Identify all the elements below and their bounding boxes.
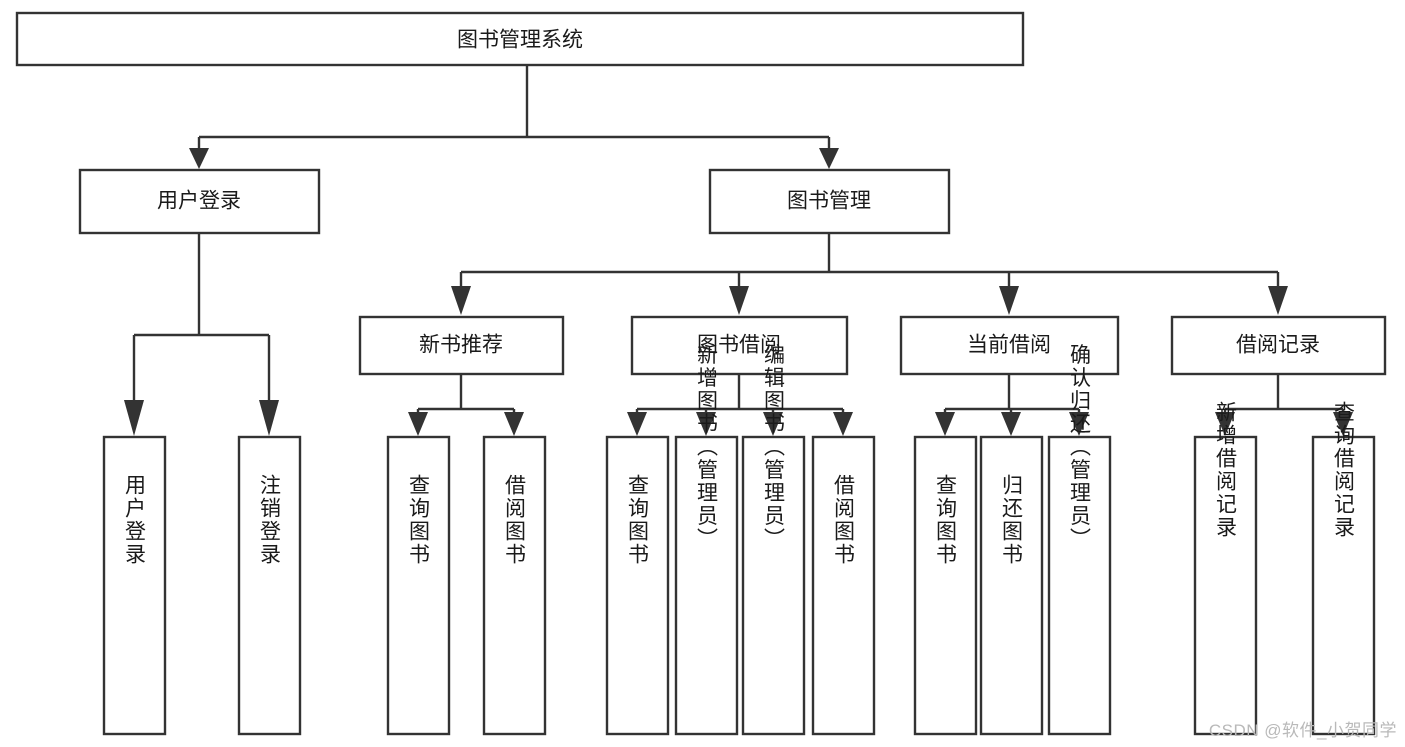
leaf-node-user-login-1-label: 用户登录 (123, 474, 147, 566)
leaf-node-user-login-1[interactable]: 用户登录 (102, 435, 167, 736)
node-new-book-recommend-box[interactable] (358, 315, 565, 376)
leaf-node-new-book-1-box[interactable] (386, 435, 451, 736)
arrow-head-leaf-current-borrow-2 (1001, 412, 1021, 436)
node-current-borrow-label: 当前借阅 (967, 334, 1051, 357)
node-book-manage-label: 图书管理 (787, 190, 871, 213)
leaf-node-current-borrow-3[interactable]: 确认归还（管理员） (1047, 344, 1112, 736)
leaf-node-current-borrow-1[interactable]: 查询图书 (913, 435, 978, 736)
leaf-node-current-borrow-3-label: 确认归还（管理员） (1068, 344, 1092, 551)
node-root[interactable]: 图书管理系统 (15, 11, 1025, 67)
leaf-node-new-book-2-box[interactable] (482, 435, 547, 736)
leaf-node-book-borrow-3-label: 编辑图书（管理员） (762, 344, 786, 551)
connector-group-user-login (124, 233, 279, 436)
leaf-node-borrow-record-1-box[interactable] (1193, 435, 1258, 736)
node-new-book-recommend-label: 新书推荐 (419, 334, 503, 357)
connector-group-new-book (408, 374, 524, 436)
node-user-login[interactable]: 用户登录 (78, 168, 321, 235)
arrow-head-to-user-login (189, 148, 209, 169)
leaf-node-book-borrow-3[interactable]: 编辑图书（管理员） (741, 344, 806, 736)
arrow-head-leaf-book-borrow-3 (763, 412, 783, 436)
leaf-node-new-book-1-label: 查询图书 (407, 474, 431, 566)
arrow-head-leaf-current-borrow-1 (935, 412, 955, 436)
leaf-node-new-book-1[interactable]: 查询图书 (386, 435, 451, 736)
connector-group-borrow-record (1215, 374, 1353, 436)
leaf-node-book-borrow-4[interactable]: 借阅图书 (811, 435, 876, 736)
arrow-head-to-borrow-record (1268, 286, 1288, 315)
arrow-head-leaf-borrow-record-2 (1333, 412, 1353, 436)
leaf-node-user-login-2-box[interactable] (237, 435, 302, 736)
leaf-node-user-login-2[interactable]: 注销登录 (237, 435, 302, 736)
leaf-node-current-borrow-1-label: 查询图书 (934, 474, 958, 566)
node-borrow-record-label: 借阅记录 (1236, 334, 1320, 357)
arrow-head-leaf-book-borrow-1 (627, 412, 647, 436)
node-book-manage-box[interactable] (708, 168, 951, 235)
leaf-node-book-borrow-1-box[interactable] (605, 435, 670, 736)
leaf-node-book-borrow-2-box[interactable] (674, 435, 739, 736)
arrow-head-leaf-borrow-record-1 (1215, 412, 1235, 436)
arrow-head-leaf-current-borrow-3 (1069, 412, 1089, 436)
arrow-head-leaf-book-borrow-4 (833, 412, 853, 436)
leaf-node-user-login-2-label: 注销登录 (258, 474, 282, 566)
arrow-head-leaf-new-book-2 (504, 412, 524, 436)
node-borrow-record-box[interactable] (1170, 315, 1387, 376)
leaf-node-user-login-1-box[interactable] (102, 435, 167, 736)
node-new-book-recommend[interactable]: 新书推荐 (358, 315, 565, 376)
leaf-node-book-borrow-2[interactable]: 新增图书（管理员） (674, 344, 739, 736)
arrow-head-to-book-manage (819, 148, 839, 169)
leaf-node-new-book-2[interactable]: 借阅图书 (482, 435, 547, 736)
arrow-head-leaf-new-book-1 (408, 412, 428, 436)
node-user-login-box[interactable] (78, 168, 321, 235)
leaf-node-current-borrow-1-box[interactable] (913, 435, 978, 736)
node-book-borrow-label: 图书借阅 (697, 334, 781, 357)
connector-group-root (189, 66, 839, 169)
leaf-node-borrow-record-1-label: 新增借阅记录 (1214, 401, 1238, 539)
leaf-node-book-borrow-1-label: 查询图书 (626, 474, 650, 566)
arrow-head-to-book-borrow (729, 286, 749, 315)
leaf-node-current-borrow-3-box[interactable] (1047, 435, 1112, 736)
leaf-node-book-borrow-4-label: 借阅图书 (832, 474, 856, 566)
arrow-head-leaf-user-login-2 (259, 400, 279, 436)
node-user-login-label: 用户登录 (157, 190, 241, 213)
node-current-borrow[interactable]: 当前借阅 (899, 315, 1120, 376)
leaf-node-new-book-2-label: 借阅图书 (503, 474, 527, 566)
leaf-node-borrow-record-1[interactable]: 新增借阅记录 (1193, 401, 1258, 736)
leaf-node-borrow-record-2-box[interactable] (1311, 435, 1376, 736)
arrow-head-to-new-book (451, 286, 471, 315)
leaf-node-borrow-record-2[interactable]: 查询借阅记录 (1311, 401, 1376, 736)
leaf-node-book-borrow-3-box[interactable] (741, 435, 806, 736)
leaf-node-current-borrow-2-box[interactable] (979, 435, 1044, 736)
leaf-node-book-borrow-1[interactable]: 查询图书 (605, 435, 670, 736)
csdn-watermark: CSDN @软件_小贺同学 (1208, 721, 1397, 740)
connector-group-book-manage (451, 233, 1288, 315)
node-root-box[interactable] (15, 11, 1025, 67)
node-borrow-record[interactable]: 借阅记录 (1170, 315, 1387, 376)
node-book-borrow[interactable]: 图书借阅 (630, 315, 849, 376)
leaf-node-book-borrow-2-label: 新增图书（管理员） (695, 344, 719, 551)
arrow-head-to-current-borrow (999, 286, 1019, 315)
connector-group-book-borrow (627, 374, 853, 436)
connector-group-current-borrow (935, 374, 1089, 436)
leaf-node-book-borrow-4-box[interactable] (811, 435, 876, 736)
leaf-node-current-borrow-2[interactable]: 归还图书 (979, 435, 1044, 736)
node-current-borrow-box[interactable] (899, 315, 1120, 376)
arrow-head-leaf-book-borrow-2 (696, 412, 716, 436)
leaf-node-current-borrow-2-label: 归还图书 (1000, 474, 1024, 566)
arrow-head-leaf-user-login-1 (124, 400, 144, 436)
node-book-manage[interactable]: 图书管理 (708, 168, 951, 235)
leaf-node-borrow-record-2-label: 查询借阅记录 (1332, 401, 1356, 539)
node-root-label: 图书管理系统 (457, 29, 583, 52)
node-book-borrow-box[interactable] (630, 315, 849, 376)
